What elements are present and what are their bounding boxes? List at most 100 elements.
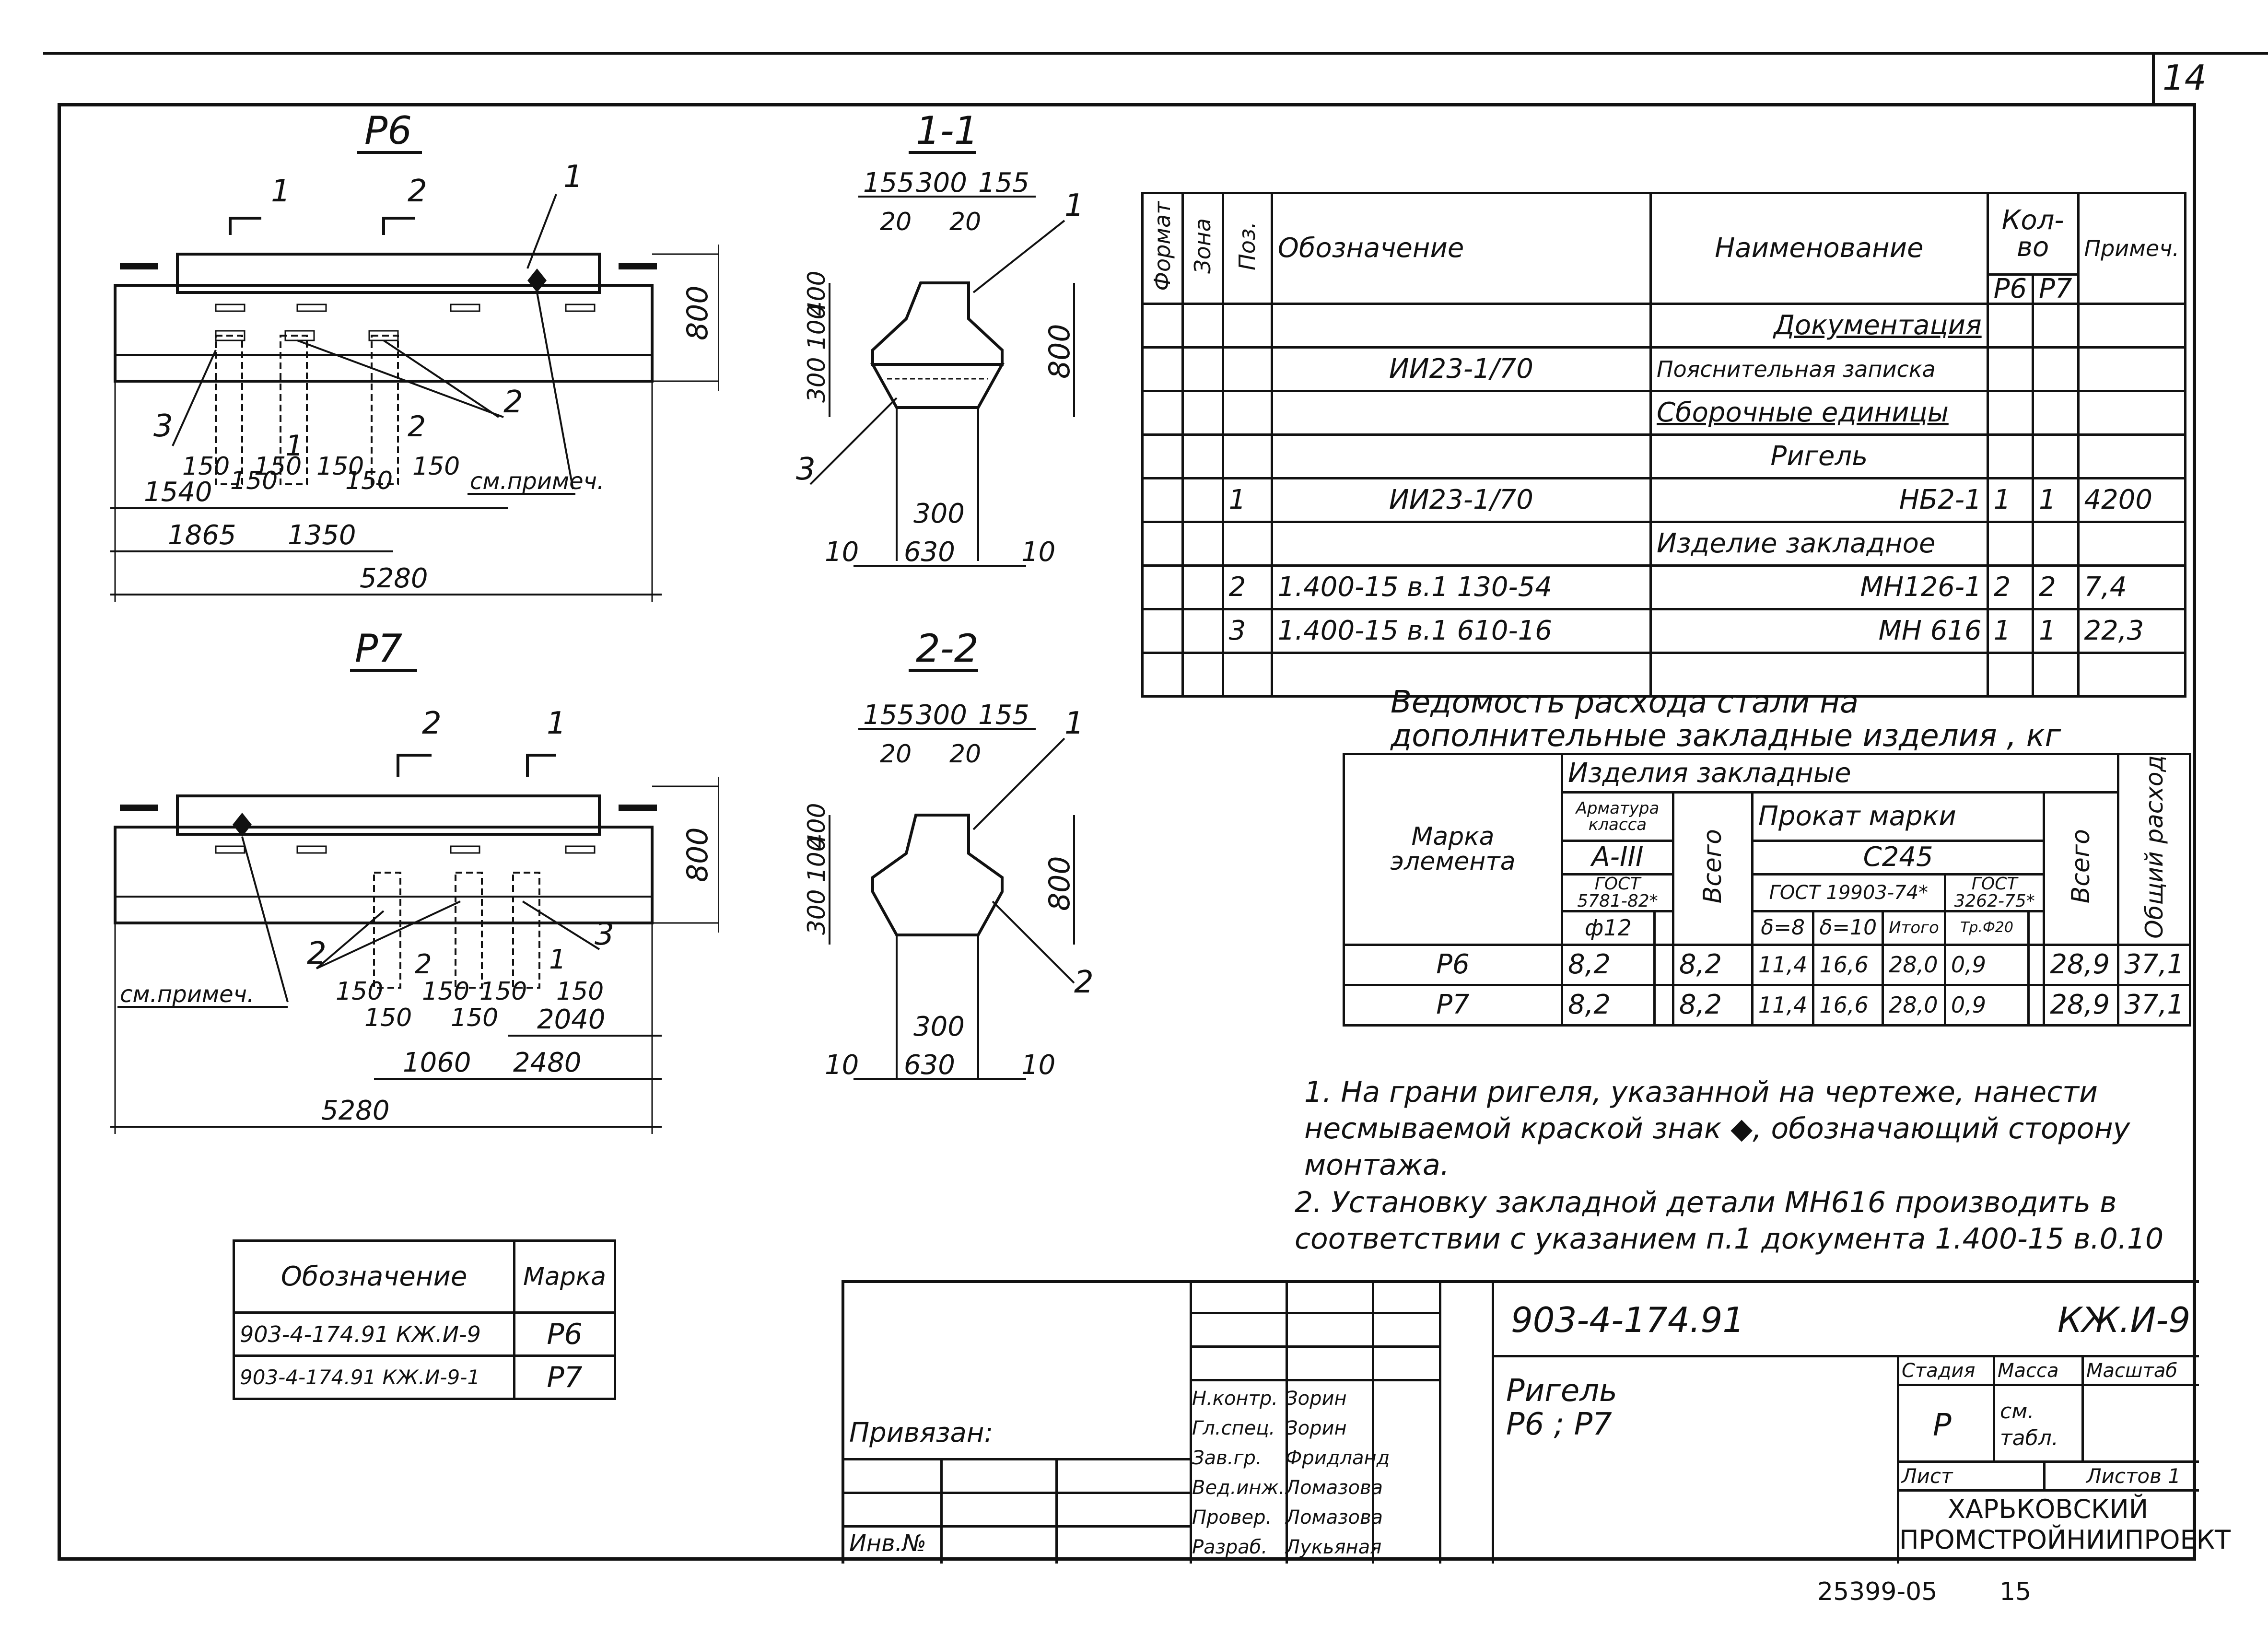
- drawing-title: Ригель Р6 ; Р7: [1506, 1373, 1617, 1442]
- footer-code: 25399-05: [1817, 1577, 1938, 1606]
- svg-text:2: 2: [1074, 965, 1094, 1000]
- svg-text:20: 20: [880, 208, 912, 236]
- svg-text:3: 3: [153, 409, 173, 444]
- sheets-header: Листов 1: [2086, 1464, 2181, 1488]
- svg-text:2: 2: [422, 706, 442, 741]
- doc-code: 903-4-174.91: [1511, 1300, 1745, 1340]
- svg-text:300: 300: [913, 1011, 965, 1042]
- note-2: 2. Установку закладной детали МН616 прои…: [1295, 1186, 2164, 1256]
- svg-text:300: 300: [913, 498, 965, 529]
- svg-text:2: 2: [307, 936, 327, 971]
- svg-text:155: 155: [863, 167, 914, 198]
- signer-row: Н.контр.Зорин Гл.спец.Зорин Зав.гр.Фридл…: [1192, 1388, 1390, 1558]
- svg-text:2: 2: [408, 174, 427, 209]
- svg-text:3: 3: [595, 917, 614, 952]
- p7-title: Р7: [355, 633, 402, 671]
- svg-text:1060: 1060: [403, 1047, 471, 1078]
- linked-label: Привязан:: [849, 1417, 994, 1448]
- svg-text:1: 1: [1064, 706, 1084, 741]
- mass-header: Масса: [1998, 1360, 2059, 1382]
- title-block: Привязан: Инв.№ Н.контр.Зорин Гл.спец.Зо…: [842, 1280, 2231, 1564]
- svg-text:155: 155: [978, 700, 1029, 731]
- svg-text:155: 155: [863, 700, 914, 731]
- spec-row: Изделие закладное: [1141, 521, 2186, 567]
- steel-table-title: Ведомость расхода стали на дополнительны…: [1391, 685, 2061, 754]
- p6-title: Р6: [364, 110, 412, 153]
- drawing-frame: [58, 103, 2196, 1561]
- elevation-p6: Р6 1 2 1 2 3 800 150 150 150 150 150 150…: [110, 110, 719, 602]
- svg-text:10: 10: [825, 537, 859, 568]
- svg-text:100: 100: [803, 837, 830, 882]
- spec-table: Формат Зона Поз. Обозначение Наименовани…: [1141, 192, 2186, 698]
- svg-text:100: 100: [803, 304, 830, 350]
- svg-text:800: 800: [1043, 324, 1076, 379]
- svg-text:150: 150: [254, 452, 302, 481]
- svg-text:800: 800: [681, 285, 714, 340]
- svg-text:1: 1: [547, 706, 566, 741]
- sheet-number-box: [2152, 52, 2199, 105]
- svg-text:2: 2: [503, 385, 523, 420]
- mass-value: см. табл.: [2000, 1399, 2058, 1450]
- organization: ХАРЬКОВСКИЙ ПРОМСТРОЙНИИПРОЕКТ: [1899, 1494, 2231, 1555]
- svg-text:10: 10: [1021, 537, 1055, 568]
- sheet-header: Лист: [1902, 1464, 1953, 1488]
- footer-page: 15: [1999, 1577, 2032, 1606]
- s11-title: 1-1: [916, 110, 979, 153]
- svg-text:20: 20: [949, 740, 981, 769]
- spec-row: Ригель: [1141, 433, 2186, 479]
- svg-text:150: 150: [345, 467, 393, 495]
- s22-title: 2-2: [916, 628, 979, 671]
- inv-label: Инв.№: [849, 1530, 926, 1557]
- scale-header: Масштаб: [2086, 1360, 2178, 1382]
- svg-text:800: 800: [1043, 856, 1076, 911]
- elevation-p7: Р7 2 1 см.примеч. 2 3 2 1 150 150 150 15…: [110, 633, 719, 1134]
- svg-text:300: 300: [916, 167, 967, 198]
- svg-text:20: 20: [949, 208, 981, 236]
- svg-text:5280: 5280: [321, 1095, 390, 1126]
- svg-text:150: 150: [422, 977, 469, 1006]
- svg-text:630: 630: [904, 537, 955, 568]
- note-1: 1. На грани ригеля, указанной на чертеже…: [1304, 1075, 2130, 1182]
- svg-text:10: 10: [1021, 1050, 1055, 1081]
- svg-text:1540: 1540: [144, 477, 212, 508]
- svg-text:150: 150: [230, 467, 278, 495]
- svg-text:300: 300: [916, 700, 967, 731]
- svg-text:1: 1: [271, 174, 291, 209]
- svg-text:10: 10: [825, 1050, 859, 1081]
- svg-text:150: 150: [364, 1004, 412, 1032]
- spec-row: [1141, 652, 2186, 698]
- p6-note-ref: см.примеч.: [470, 468, 604, 495]
- svg-text:1350: 1350: [288, 520, 356, 551]
- steel-table: Марка элемента Изделия закладные Общий р…: [1343, 753, 2191, 1027]
- top-rule: [43, 52, 2268, 55]
- spec-row: Документация: [1141, 303, 2186, 349]
- svg-text:400: 400: [803, 803, 830, 849]
- svg-text:1: 1: [285, 429, 304, 463]
- svg-text:2480: 2480: [513, 1047, 582, 1078]
- svg-text:5280: 5280: [360, 563, 428, 594]
- svg-text:155: 155: [978, 167, 1029, 198]
- stage-header: Стадия: [1902, 1360, 1976, 1382]
- svg-text:150: 150: [316, 452, 364, 481]
- svg-text:800: 800: [681, 827, 714, 882]
- svg-text:300: 300: [803, 357, 830, 403]
- svg-text:2: 2: [408, 410, 426, 444]
- svg-text:150: 150: [412, 452, 460, 481]
- svg-text:1: 1: [1064, 188, 1084, 223]
- svg-text:1: 1: [563, 159, 583, 195]
- section-1-1: 1-1 155 300 155 20 20 1 300 100 400 800 …: [796, 110, 1084, 568]
- svg-text:630: 630: [904, 1050, 955, 1081]
- svg-text:150: 150: [336, 977, 383, 1006]
- section-2-2: 2-2 155 300 155 20 20 1 300 100 400 800 …: [803, 628, 1094, 1081]
- svg-text:150: 150: [556, 977, 604, 1006]
- svg-text:2: 2: [415, 949, 432, 980]
- svg-text:150: 150: [451, 1004, 498, 1032]
- spec-row: Сборочные единицы: [1141, 390, 2186, 436]
